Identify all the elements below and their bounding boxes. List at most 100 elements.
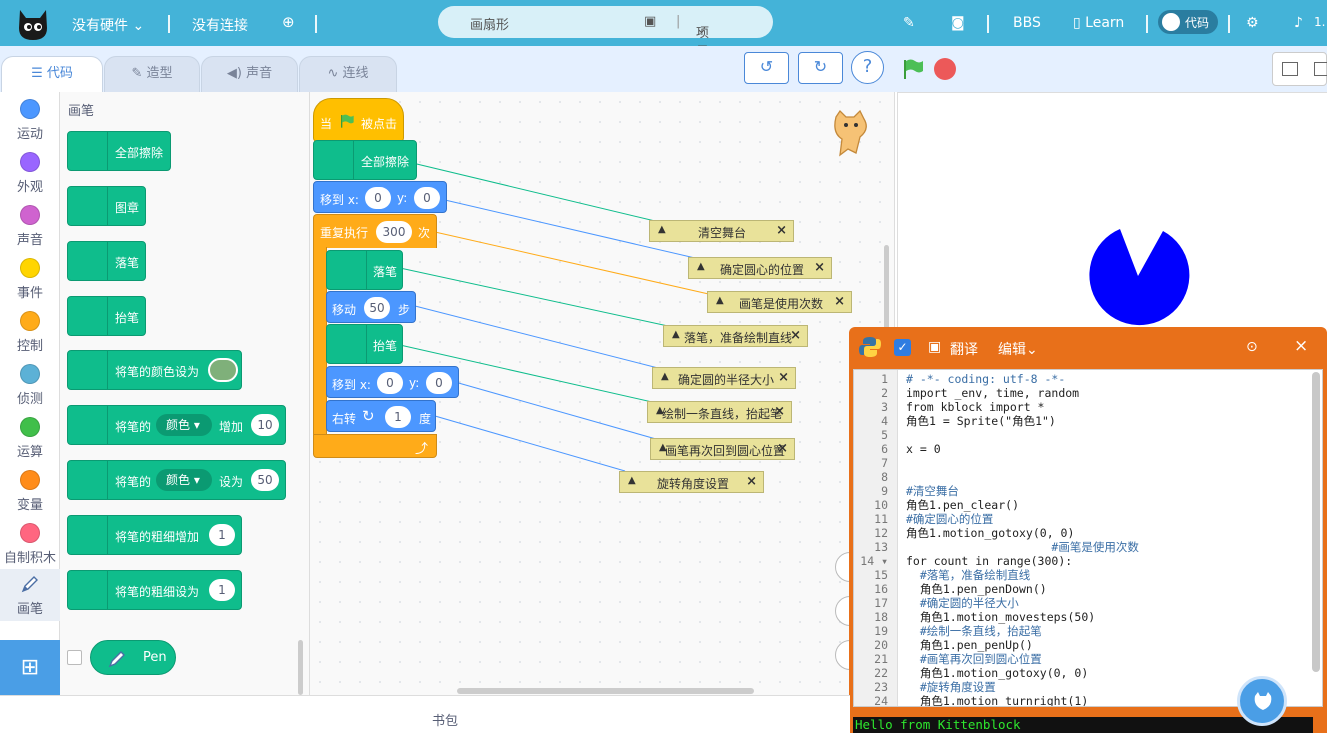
tab-wiring[interactable]: ∿ 连线 — [299, 56, 397, 92]
repeat-count-input[interactable]: 300 — [376, 221, 412, 243]
pen-extension-button[interactable]: Pen — [90, 640, 176, 675]
large-stage-icon[interactable] — [1314, 62, 1327, 76]
palette-scrollbar[interactable] — [298, 640, 303, 695]
backpack-bar[interactable]: 书包 — [0, 695, 850, 733]
small-stage-icon[interactable] — [1282, 62, 1298, 76]
learn-link[interactable]: ▯ Learn — [1073, 15, 1125, 31]
category-motion[interactable]: 运动 — [0, 94, 60, 146]
edit-menu[interactable]: 编辑⌄ — [998, 342, 1038, 358]
number-input[interactable]: 50 — [251, 469, 279, 491]
close-icon[interactable]: × — [814, 260, 825, 275]
category-control[interactable]: 控制 — [0, 306, 60, 358]
number-input[interactable]: 10 — [251, 414, 279, 436]
close-icon[interactable]: × — [834, 294, 845, 309]
collapse-triangle-icon[interactable]: ▲ — [659, 442, 667, 453]
collapse-triangle-icon[interactable]: ▲ — [697, 261, 705, 272]
run-icon[interactable]: ⊙ — [1246, 339, 1258, 355]
workspace-vertical-scrollbar[interactable] — [884, 245, 889, 335]
category-pen[interactable]: 画笔 — [0, 569, 60, 621]
green-flag-icon[interactable] — [901, 57, 925, 81]
number-input[interactable]: 1 — [209, 579, 235, 601]
editor-scrollbar[interactable] — [1312, 372, 1320, 672]
settings-gear-icon[interactable]: ⚙ — [1246, 15, 1259, 31]
script-move-steps-block[interactable]: 移动 50 步 — [326, 291, 416, 323]
collapse-triangle-icon[interactable]: ▲ — [661, 371, 669, 382]
add-extension-button[interactable]: ⊞ — [0, 640, 60, 695]
script-pen-clear-block[interactable]: 全部擦除 — [313, 140, 417, 180]
project-name-field[interactable]: 画扇形 — [470, 18, 510, 33]
comment-note[interactable]: ▲确定圆的半径大小× — [652, 367, 796, 389]
tab-costumes[interactable]: ✎ 造型 — [104, 56, 200, 92]
stop-button[interactable] — [934, 58, 956, 80]
close-icon[interactable]: × — [1294, 336, 1309, 356]
script-goto-xy-block[interactable]: 移到 x: 0 y: 0 — [313, 181, 447, 213]
close-icon[interactable]: × — [776, 223, 787, 238]
script-turn-right-block[interactable]: 右转 ↻ 1 度 — [326, 400, 436, 432]
block-pen-stamp[interactable]: 图章 — [67, 186, 146, 226]
block-pen-up[interactable]: 抬笔 — [67, 296, 146, 336]
redo-button[interactable]: ↻ — [798, 52, 843, 84]
tab-sounds[interactable]: ◀) 声音 — [201, 56, 298, 92]
close-icon[interactable]: × — [790, 328, 801, 343]
tab-code[interactable]: ☰ 代码 — [1, 56, 103, 92]
globe-icon[interactable]: ⊕ — [282, 13, 295, 31]
y-input[interactable]: 0 — [414, 187, 440, 209]
bbs-link[interactable]: BBS — [1013, 15, 1041, 31]
comment-note[interactable]: ▲旋转角度设置× — [619, 471, 764, 493]
close-icon[interactable]: × — [746, 474, 757, 489]
stage-size-buttons[interactable] — [1272, 52, 1327, 86]
help-button[interactable]: ? — [851, 51, 884, 84]
collapse-triangle-icon[interactable]: ▲ — [628, 475, 636, 486]
comment-note[interactable]: ▲画笔是使用次数× — [707, 291, 852, 313]
collapse-triangle-icon[interactable]: ▲ — [716, 295, 724, 306]
camera-icon[interactable]: ◙ — [951, 15, 965, 31]
category-sensing[interactable]: 侦测 — [0, 359, 60, 411]
comment-note[interactable]: ▲画笔再次回到圆心位置× — [650, 438, 795, 460]
sprite-add-fab[interactable] — [1237, 676, 1287, 726]
category-looks[interactable]: 外观 — [0, 147, 60, 199]
block-pen-clear[interactable]: 全部擦除 — [67, 131, 171, 171]
degrees-input[interactable]: 1 — [385, 406, 411, 428]
undo-button[interactable]: ↺ — [744, 52, 789, 84]
edit-pen-icon[interactable]: ✎ — [903, 15, 915, 31]
collapse-triangle-icon[interactable]: ▲ — [656, 405, 664, 416]
category-sound[interactable]: 声音 — [0, 200, 60, 252]
repeat-block[interactable]: 重复执行 300 次 — [313, 214, 437, 248]
param-dropdown[interactable]: 颜色 ▾ — [156, 469, 212, 491]
close-icon[interactable]: × — [778, 370, 789, 385]
close-icon[interactable]: × — [774, 404, 785, 419]
block-set-pen-color[interactable]: 将笔的颜色设为 — [67, 350, 242, 390]
extension-checkbox[interactable] — [67, 650, 82, 665]
number-input[interactable]: 1 — [209, 524, 235, 546]
comment-note[interactable]: ▲绘制一条直线，抬起笔× — [647, 401, 792, 423]
comment-note[interactable]: ▲落笔，准备绘制直线× — [663, 325, 808, 347]
comment-note[interactable]: ▲确定圆心的位置× — [688, 257, 832, 279]
x-input[interactable]: 0 — [365, 187, 391, 209]
save-icon[interactable]: ▣ — [644, 14, 657, 29]
notification-bell-icon[interactable]: ♪ — [1294, 15, 1303, 31]
comment-note[interactable]: ▲清空舞台× — [649, 220, 794, 242]
kittenblock-logo[interactable] — [14, 4, 52, 42]
connect-menu[interactable]: 没有连接 — [192, 18, 248, 34]
category-my-blocks[interactable]: 自制积木 — [0, 518, 60, 570]
collapse-triangle-icon[interactable]: ▲ — [672, 329, 680, 340]
param-dropdown[interactable]: 颜色 ▾ — [156, 414, 212, 436]
x-input[interactable]: 0 — [377, 372, 403, 394]
category-variables[interactable]: 变量 — [0, 465, 60, 517]
steps-input[interactable]: 50 — [364, 297, 390, 319]
hardware-menu[interactable]: 没有硬件 ⌄ — [72, 18, 145, 34]
checkbox-icon[interactable]: ✓ — [894, 339, 911, 356]
block-pen-down[interactable]: 落笔 — [67, 241, 146, 281]
category-events[interactable]: 事件 — [0, 253, 60, 305]
category-operators[interactable]: 运算 — [0, 412, 60, 464]
script-pen-up-block[interactable]: 抬笔 — [326, 324, 403, 364]
workspace-horizontal-scrollbar[interactable] — [457, 688, 754, 694]
script-pen-down-block[interactable]: 落笔 — [326, 250, 403, 290]
script-goto-xy-block-2[interactable]: 移到 x: 0 y: 0 — [326, 366, 459, 398]
close-icon[interactable]: × — [777, 441, 788, 456]
